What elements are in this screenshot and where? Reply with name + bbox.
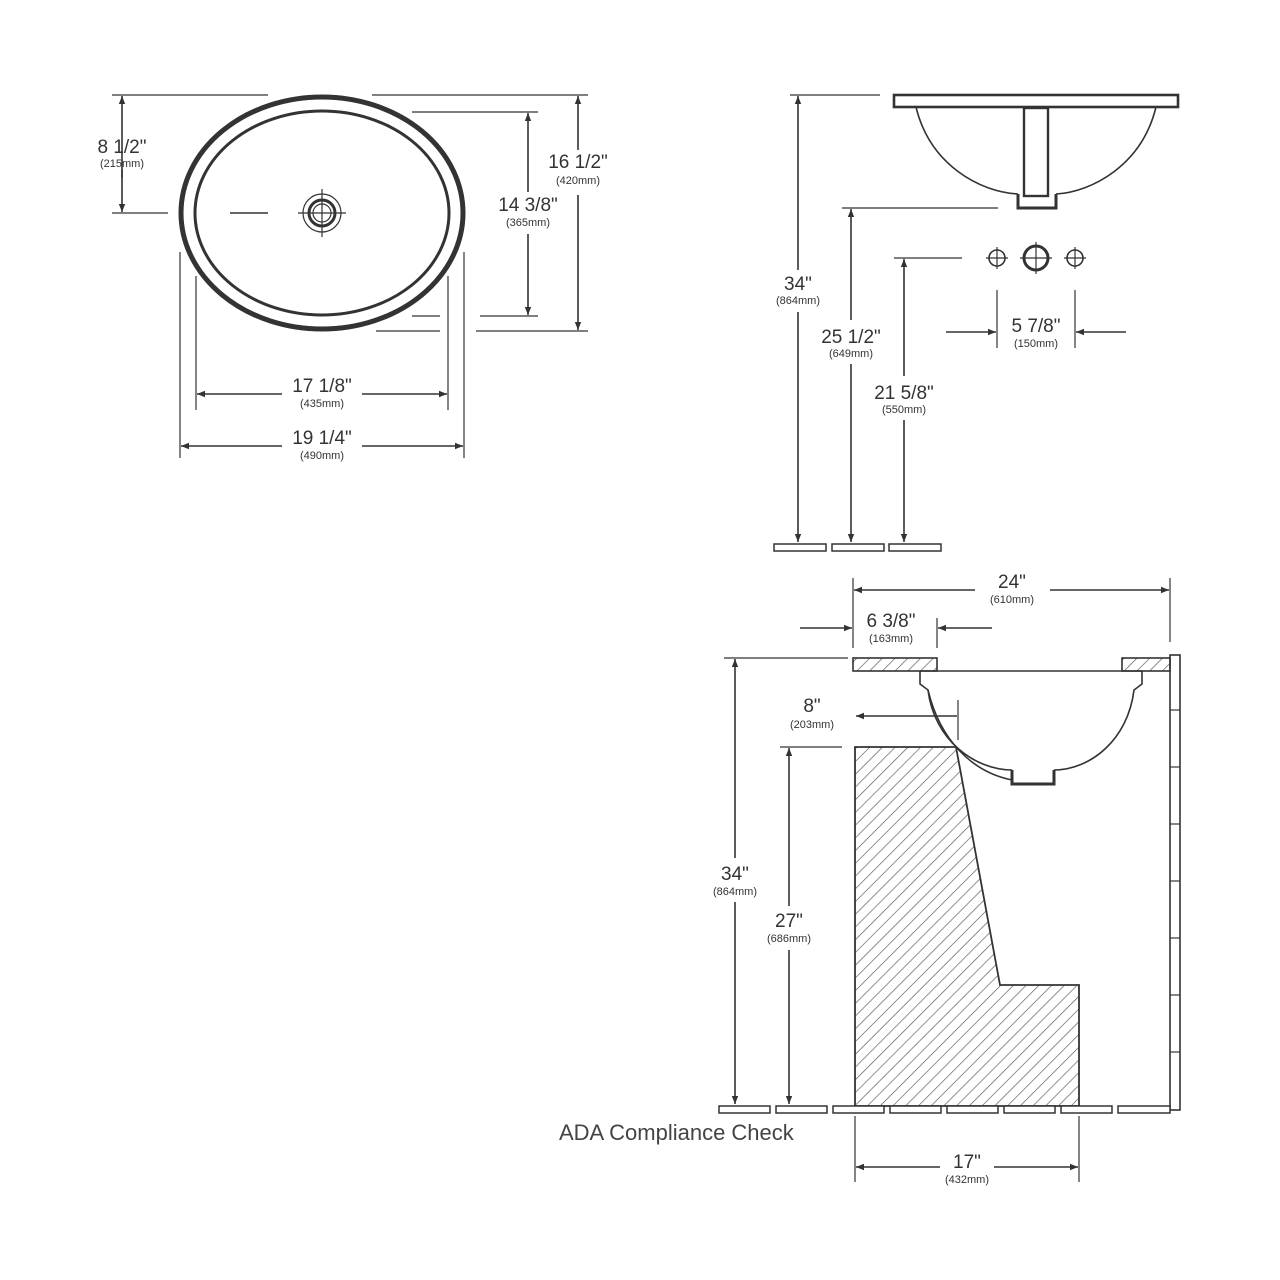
dim-8-5-inch: 8 1/2" (97, 137, 146, 158)
sink-bowl-outline (193, 109, 451, 317)
dim-34-inch: 34" (784, 274, 812, 295)
dim-25-5-inch: 25 1/2" (821, 327, 881, 348)
dim-6-375-inch: 6 3/8" (866, 611, 915, 632)
dim-24-inch: 24" (998, 572, 1026, 593)
dim-19-25-inch: 19 1/4" (292, 428, 352, 449)
floor (718, 1105, 1171, 1114)
dim-34-mm: (864mm) (776, 295, 820, 307)
sink-rim-outline (178, 94, 466, 332)
dim-17-inch: 17" (953, 1152, 981, 1173)
dim-24-mm: (610mm) (990, 594, 1034, 606)
overflow-channel (1022, 106, 1050, 198)
wall (1169, 654, 1181, 1111)
ada-caption: ADA Compliance Check (559, 1120, 795, 1145)
countertop-rim (892, 93, 1180, 109)
ada-view: 24" (610mm) 6 3/8" (163mm) 8" (203mm) 34… (559, 572, 1181, 1186)
dim-17-125-mm: (435mm) (300, 398, 344, 410)
countertop-left (852, 657, 938, 672)
undermount-bowl (919, 670, 1143, 786)
knee-clearance-zone (854, 746, 1080, 1107)
countertop-right (1121, 657, 1171, 672)
top-view: 8 1/2" (215mm) 16 1/2" (420mm) 14 3/8" (… (97, 94, 608, 462)
dim-8-inch: 8" (803, 696, 820, 717)
dim-25-5-mm: (649mm) (829, 348, 873, 360)
dim-8-5-mm: (215mm) (100, 158, 144, 170)
dim-6-375-mm: (163mm) (869, 633, 913, 645)
dim-14-375-inch: 14 3/8" (498, 195, 558, 216)
dim-8-mm: (203mm) (790, 719, 834, 731)
side-view: 34" (864mm) 25 1/2" (649mm) 21 5/8" (550… (773, 93, 1180, 552)
dim-19-25-mm: (490mm) (300, 450, 344, 462)
ada-dim-34-inch: 34" (721, 864, 749, 885)
dim-27-mm: (686mm) (767, 933, 811, 945)
dim-14-375-mm: (365mm) (506, 217, 550, 229)
dim-17-mm: (432mm) (945, 1174, 989, 1186)
faucet-holes-icon (986, 242, 1086, 274)
dim-21-625-inch: 21 5/8" (874, 383, 934, 404)
drain-icon (298, 189, 346, 237)
dim-5-875-mm: (150mm) (1014, 338, 1058, 350)
dim-16-5-mm: (420mm) (556, 175, 600, 187)
ada-dim-34-mm: (864mm) (713, 886, 757, 898)
dim-16-5-inch: 16 1/2" (548, 152, 608, 173)
dim-5-875-inch: 5 7/8" (1011, 316, 1060, 337)
dim-21-625-mm: (550mm) (882, 404, 926, 416)
dim-27-inch: 27" (775, 911, 803, 932)
dim-17-125-inch: 17 1/8" (292, 376, 352, 397)
